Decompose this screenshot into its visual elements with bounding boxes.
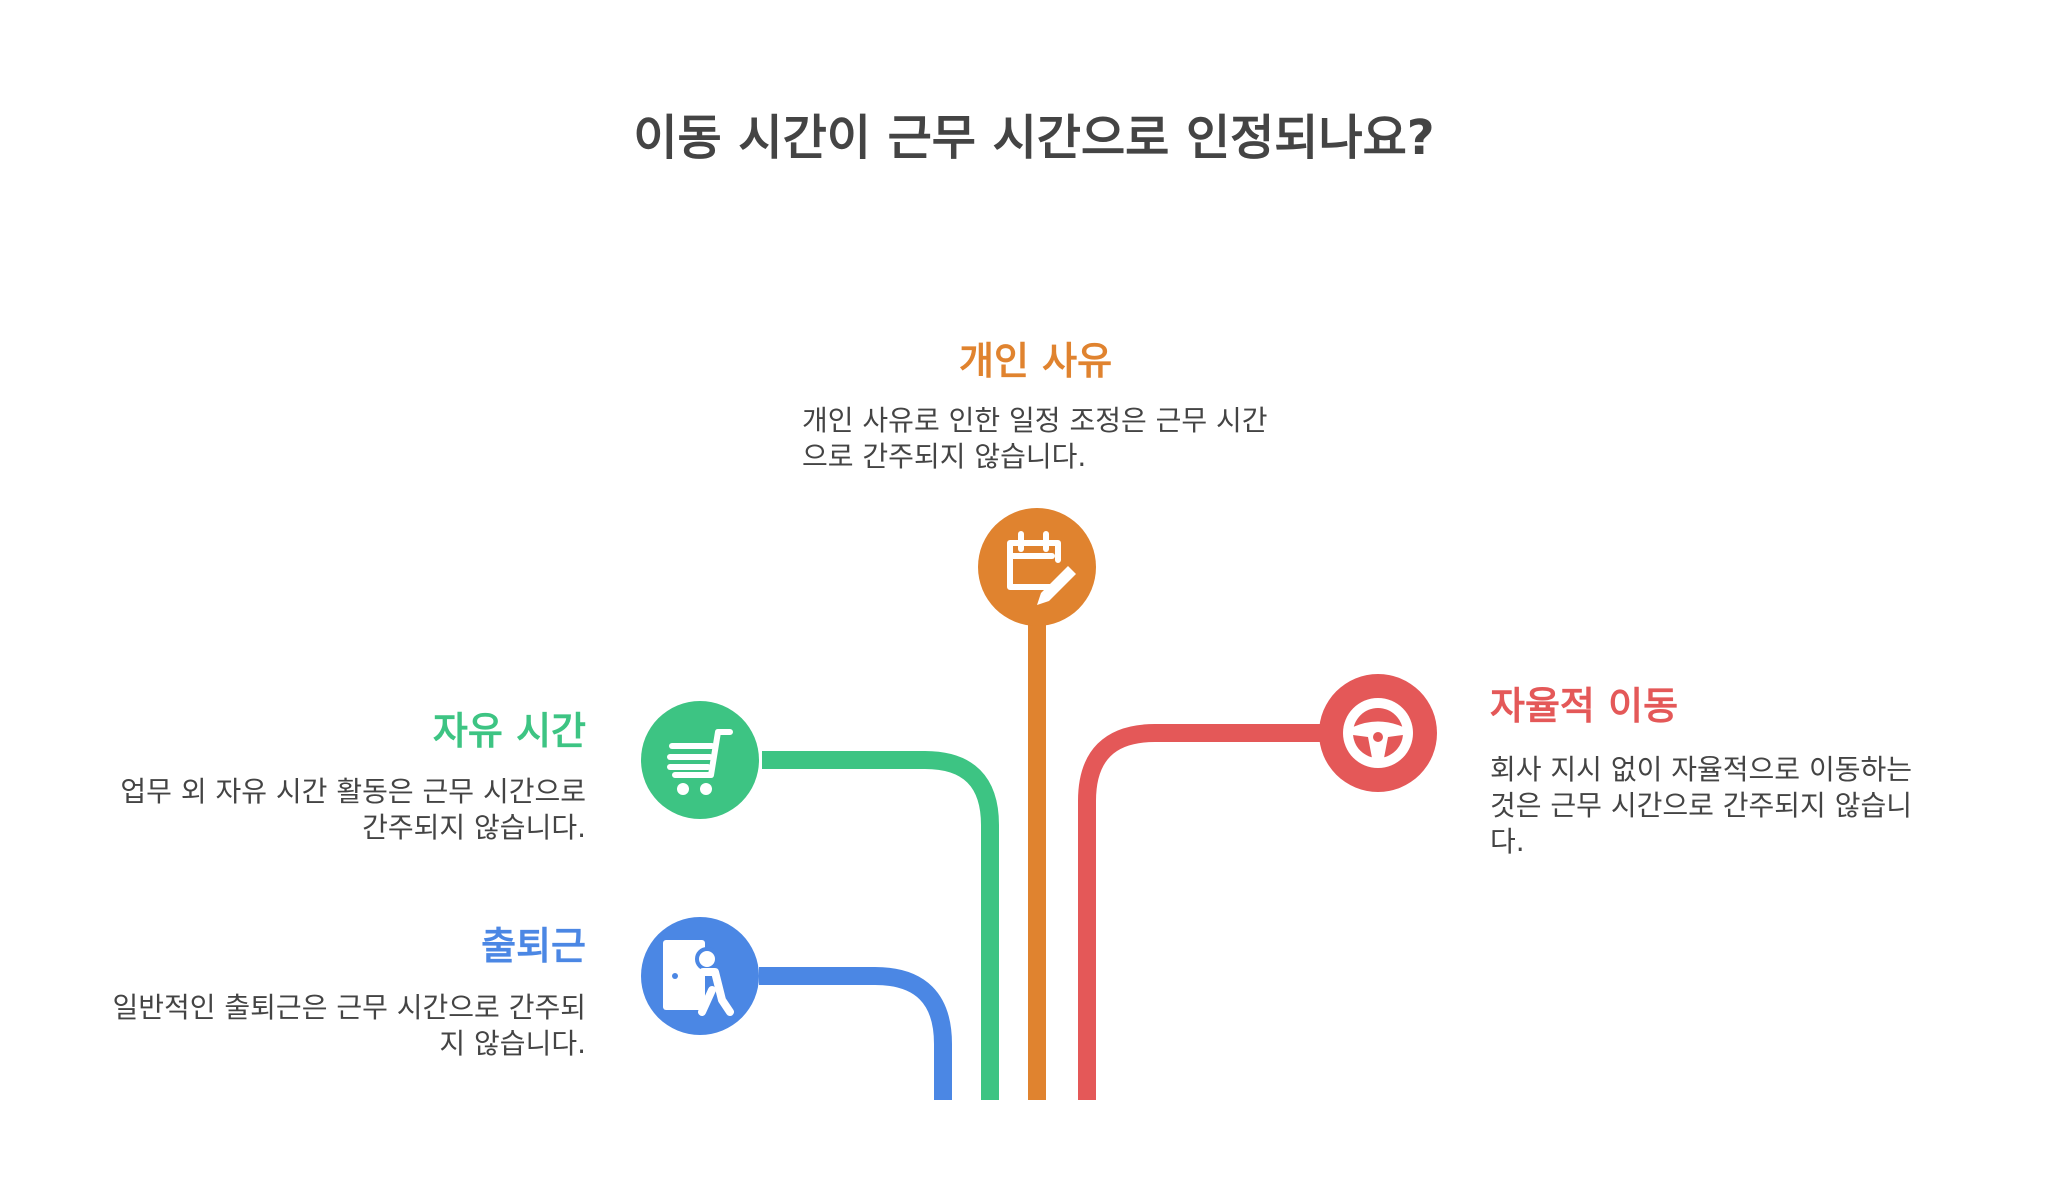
calendar-edit-icon bbox=[1007, 531, 1061, 590]
commute-connector bbox=[759, 967, 952, 1100]
pencil-icon bbox=[1037, 566, 1076, 605]
free-time-description: 업무 외 자유 시간 활동은 근무 시간으로 간주되지 않습니다. bbox=[120, 775, 586, 844]
shopping-cart-icon bbox=[667, 729, 733, 778]
page-title: 이동 시간이 근무 시간으로 인정되나요? bbox=[633, 110, 1435, 166]
person-leaving-door-icon bbox=[663, 940, 734, 1016]
free-time-node bbox=[641, 701, 759, 819]
free-time-heading: 자유 시간 bbox=[432, 709, 586, 753]
steering-wheel-icon bbox=[1343, 698, 1413, 768]
autonomous-node bbox=[1319, 674, 1437, 792]
autonomous-heading: 자율적 이동 bbox=[1490, 684, 1679, 728]
personal-description: 개인 사유로 인한 일정 조정은 근무 시간으로 간주되지 않습니다. bbox=[802, 404, 1268, 473]
personal-node bbox=[978, 508, 1096, 626]
commute-heading: 출퇴근 bbox=[481, 924, 586, 968]
commute-description: 일반적인 출퇴근은 근무 시간으로 간주되지 않습니다. bbox=[112, 991, 586, 1060]
commute-node bbox=[641, 917, 759, 1035]
autonomous-description: 회사 지시 없이 자율적으로 이동하는 것은 근무 시간으로 간주되지 않습니다… bbox=[1490, 753, 1913, 858]
personal-heading: 개인 사유 bbox=[959, 339, 1113, 383]
free-time-connector bbox=[762, 751, 999, 1100]
autonomous-connector bbox=[1078, 724, 1320, 1100]
